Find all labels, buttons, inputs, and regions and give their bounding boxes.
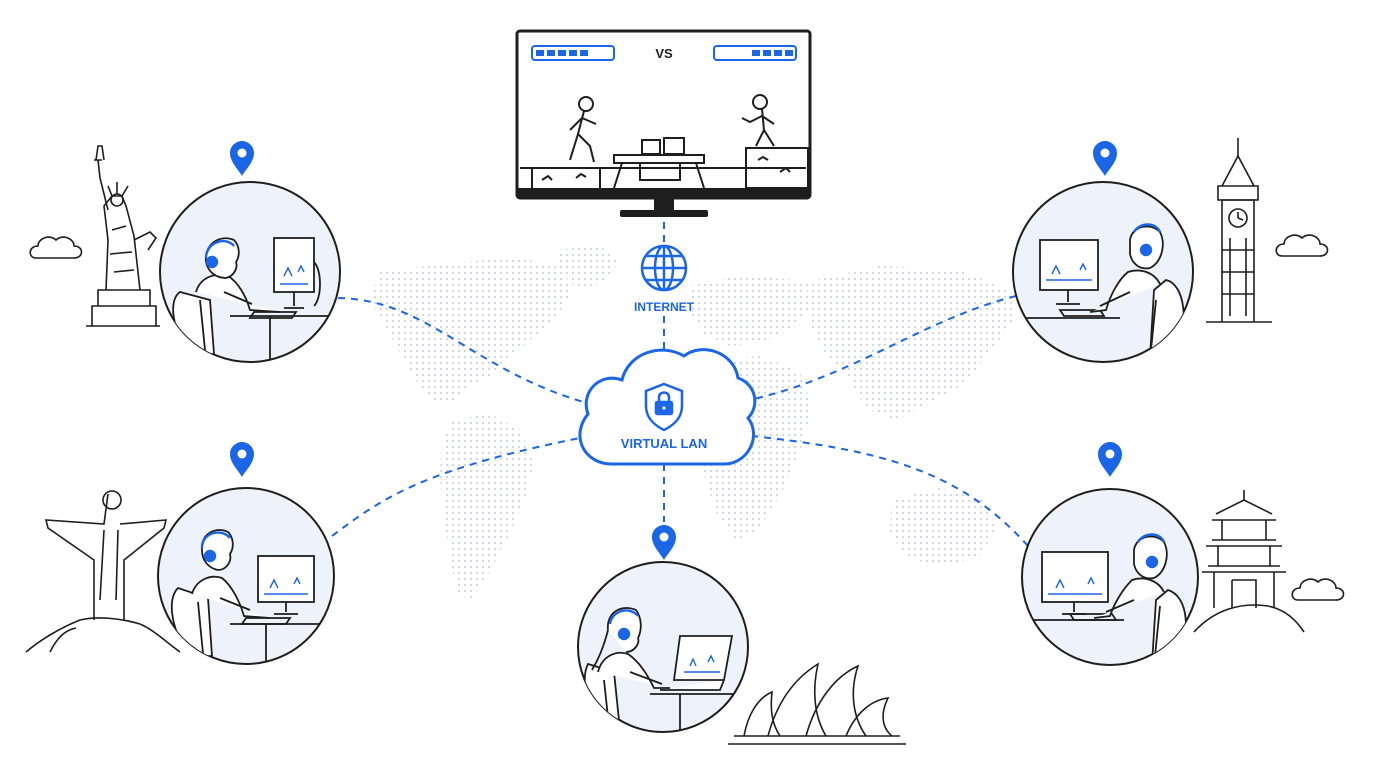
- desk: [650, 693, 748, 732]
- chair: [172, 291, 215, 355]
- player-circle-london: [1012, 181, 1194, 363]
- right-platform: [745, 147, 809, 189]
- player-circle-rio: [157, 487, 335, 665]
- pc-monitor: [1039, 239, 1099, 291]
- headset-icon: [1132, 223, 1162, 257]
- keyboard: [1068, 613, 1118, 621]
- table-prop: [613, 137, 705, 189]
- game-scene: [520, 94, 809, 189]
- left-rocks: [541, 172, 587, 181]
- location-pins: [230, 141, 1122, 560]
- pc-screen-scene: [1046, 262, 1092, 281]
- link-lon-cloud: [739, 295, 1017, 403]
- player-circle-new-york: [159, 181, 341, 363]
- pc-stand: [1056, 290, 1080, 305]
- map-europe: [690, 276, 812, 346]
- location-pin-icon: [1093, 141, 1117, 176]
- monitor-neck: [654, 198, 674, 210]
- monitor-bottom-bezel: [517, 188, 810, 198]
- headset-icon: [204, 239, 235, 269]
- vs-label: VS: [655, 46, 673, 61]
- pc-screen-scene: [264, 576, 308, 595]
- map-greenland: [556, 246, 618, 288]
- link-rio-cloud: [331, 437, 581, 537]
- internet-label: INTERNET: [634, 300, 695, 314]
- map-south-america: [440, 414, 534, 600]
- player-circle-sydney: [577, 561, 749, 733]
- pc-stand: [274, 602, 298, 615]
- pc-screen-scene: [280, 264, 308, 285]
- globe-icon: [640, 244, 688, 292]
- left-platform: [520, 167, 601, 188]
- pc-screen-scene: [1048, 576, 1102, 595]
- keyboard: [240, 617, 292, 625]
- virtual-lan-label: VIRTUAL LAN: [621, 436, 707, 451]
- person-body: [1093, 577, 1165, 665]
- laptop: [660, 635, 734, 691]
- virtual-lan-cloud: VIRTUAL LAN: [578, 348, 757, 466]
- pc-monitor: [273, 237, 315, 293]
- headset-icon: [1136, 533, 1166, 569]
- location-pin-icon: [230, 442, 254, 477]
- cloud-icon: [1275, 234, 1329, 257]
- location-pin-icon: [652, 525, 676, 560]
- game-monitor: VS: [515, 29, 812, 217]
- pagoda-icon: [1193, 490, 1305, 633]
- shield-lock-icon: [644, 382, 684, 432]
- player1-health-bar: [531, 45, 615, 61]
- person-head: [205, 237, 240, 279]
- headset-icon: [608, 609, 639, 641]
- pc-monitor: [257, 555, 315, 603]
- connection-lines: [331, 222, 1029, 547]
- cloud-icon: [1291, 578, 1345, 601]
- map-north-america: [370, 258, 572, 404]
- player2-health-bar: [713, 45, 797, 61]
- christ-the-redeemer-icon: [25, 490, 181, 653]
- pc-stand: [284, 261, 321, 309]
- map-australia: [890, 488, 996, 566]
- location-pin-icon: [1098, 442, 1122, 477]
- player-circle-asia: [1021, 488, 1199, 666]
- fighter-left: [569, 96, 597, 163]
- statue-of-liberty-icon: [86, 145, 160, 327]
- keyboard: [248, 311, 298, 319]
- headset-icon: [200, 531, 231, 563]
- map-asia: [806, 266, 1014, 420]
- monitor-base: [620, 210, 708, 217]
- keyboard: [1058, 309, 1106, 317]
- location-pin-icon: [230, 141, 254, 176]
- fighter-right: [741, 94, 775, 147]
- person-head-long-hair: [591, 607, 642, 671]
- big-ben-icon: [1206, 138, 1272, 323]
- sydney-opera-house-icon: [728, 662, 906, 745]
- right-rocks: [757, 155, 791, 173]
- laptop-screen-scene: [684, 654, 720, 673]
- cloud-icon: [29, 236, 83, 259]
